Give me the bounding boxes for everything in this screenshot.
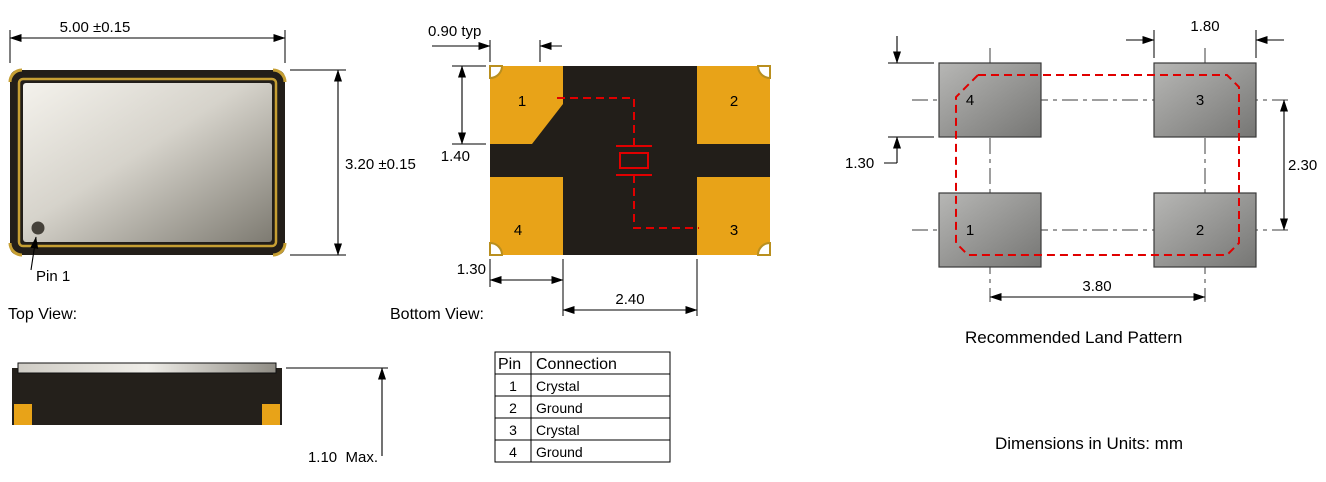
bottom-view-label: Bottom View: [390,306,484,323]
bottom-pad-1-number: 1 [518,93,526,110]
svg-text:Crystal: Crystal [536,422,580,438]
pin1-label: Pin 1 [36,268,70,285]
bottom-view: 1 2 4 3 0.90 typ 1.40 1.30 2.40 Bot [390,23,771,323]
land-pad-1-number: 1 [966,222,974,239]
corner-castellation-icon [756,241,771,256]
top-view-width-dim-text: 5.00 ±0.15 [60,19,131,36]
pin1-marker-dot [31,221,45,235]
side-view-height-dim-text: 1.10 Max. [308,449,378,466]
svg-text:Crystal: Crystal [536,378,580,394]
corner-castellation-icon [8,68,23,83]
table-row: 2 Ground [509,400,583,416]
bottom-view-pad-gap-dim-text: 2.40 [615,291,644,308]
side-view-body [12,368,282,425]
table-row: 3 Crystal [509,422,579,438]
bottom-pad-3 [697,177,770,255]
corner-castellation-icon [489,241,504,256]
corner-castellation-icon [8,242,23,257]
svg-text:Ground: Ground [536,444,583,460]
package-outline-overlay [955,74,1240,256]
side-view-left-pad [14,404,32,425]
corner-castellation-icon [489,65,504,80]
svg-text:Ground: Ground [536,400,583,416]
side-view-right-pad [262,404,280,425]
bottom-pad-4-number: 4 [514,222,522,239]
land-pad-width-dim-text: 1.80 [1190,18,1219,35]
top-view-package [8,68,287,257]
bottom-view-pad-width-dim-text: 1.30 [457,261,486,278]
land-pattern-label: Recommended Land Pattern [965,328,1182,347]
corner-castellation-icon [272,242,287,257]
bottom-pad-2-number: 2 [730,93,738,110]
land-row-pitch-dim-text: 2.30 [1288,157,1317,174]
svg-text:2: 2 [509,400,517,416]
bottom-pad-4 [490,177,563,255]
table-row: 4 Ground [509,444,583,460]
units-note: Dimensions in Units: mm [995,434,1183,453]
svg-text:4: 4 [509,444,517,460]
land-row-pitch-dimension: 2.30 [1280,99,1317,231]
pin-table-header-connection: Connection [536,356,617,373]
land-col-pitch-dimension: 3.80 [989,278,1206,301]
svg-text:1: 1 [509,378,517,394]
bottom-pad-2 [697,66,770,144]
bottom-view-pad-top-width-dim-text: 0.90 typ [428,23,481,40]
pin1-callout: Pin 1 [30,236,70,285]
land-pad-4 [938,62,1042,138]
side-view: 1.10 Max. [12,362,388,466]
pin-table: Pin Connection 1 Crystal 2 Ground 3 Crys… [494,351,671,463]
top-view-height-dim-text: 3.20 ±0.15 [345,156,416,173]
crystal-schematic-trace [557,97,699,229]
bottom-view-pad-height-dim-text: 1.40 [441,148,470,165]
bottom-pad-3-number: 3 [730,222,738,239]
pin-table-header-pin: Pin [498,356,521,373]
bottom-pad-1 [490,66,563,144]
land-pattern: 4 3 1 2 1.80 1.30 2.30 3.80 Recommended … [845,18,1317,347]
side-view-lid [17,362,277,374]
svg-text:3: 3 [509,422,517,438]
land-pad-3-number: 3 [1196,92,1204,109]
land-pad-width-dimension: 1.80 [1126,18,1284,58]
land-pad-2-number: 2 [1196,222,1204,239]
bottom-view-pad-gap-dimension: 2.40 [562,259,698,316]
top-view-label: Top View: [8,306,77,323]
top-view-width-dimension: 5.00 ±0.15 [9,19,286,63]
crystal-symbol-body [619,152,649,169]
corner-castellation-icon [272,68,287,83]
top-view: 5.00 ±0.15 3.20 ±0.15 Pin 1 Top View: [8,19,416,323]
bottom-view-pad-height-dimension: 1.40 [441,65,486,165]
land-pad-4-number: 4 [966,92,974,109]
lid-surface [23,83,272,242]
table-row: 1 Crystal [509,378,579,394]
bottom-view-pad-top-width-dimension: 0.90 typ [428,23,562,62]
land-pad-height-dim-text: 1.30 [845,155,874,172]
lid-seal-ring [17,77,278,248]
top-view-height-dimension: 3.20 ±0.15 [290,69,416,256]
land-col-pitch-dim-text: 3.80 [1082,278,1111,295]
corner-castellation-icon [756,65,771,80]
land-pad-height-dimension: 1.30 [845,36,934,172]
side-view-height-dimension: 1.10 Max. [286,367,388,466]
